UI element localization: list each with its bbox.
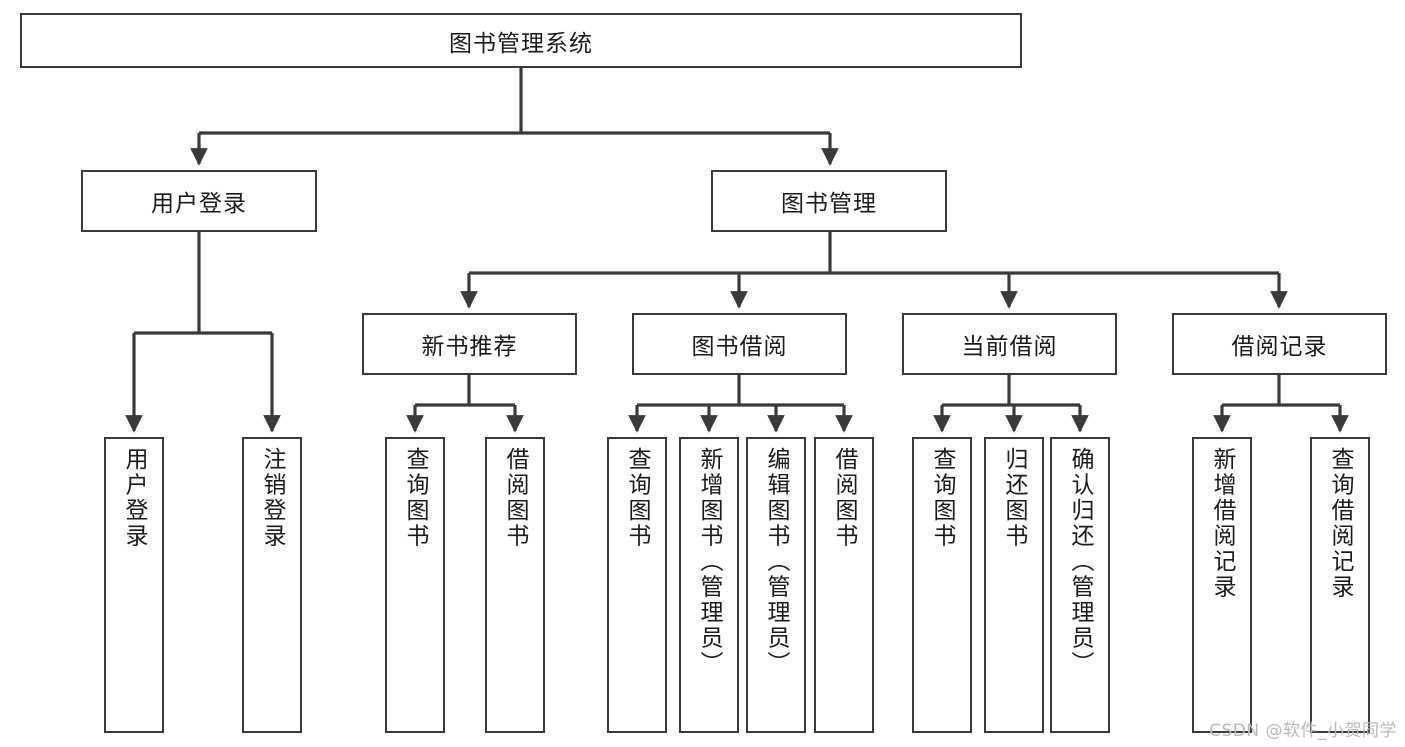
node-label: 查询图书	[624, 447, 651, 549]
node-label: 借阅图书	[831, 447, 858, 549]
leaf-add-borrow-record[interactable]: 新增借阅记录	[1192, 437, 1252, 733]
node-root[interactable]: 图书管理系统	[20, 13, 1022, 68]
node-label: 图书管理系统	[449, 30, 593, 57]
node-label: 借阅图书	[502, 447, 529, 549]
leaf-query-book-current[interactable]: 查询图书	[912, 437, 972, 733]
leaf-add-book-admin[interactable]: 新增图书（管理员）	[679, 437, 739, 733]
node-label: 编辑图书（管理员）	[763, 447, 790, 677]
node-book-borrow[interactable]: 图书借阅	[632, 313, 847, 375]
node-borrow-record[interactable]: 借阅记录	[1172, 313, 1387, 375]
node-label: 新增图书（管理员）	[696, 447, 723, 677]
node-label: 当前借阅	[961, 334, 1058, 360]
node-label: 新增借阅记录	[1209, 447, 1236, 600]
node-book-management[interactable]: 图书管理	[711, 170, 947, 232]
leaf-query-book-new[interactable]: 查询图书	[385, 437, 445, 733]
node-current-borrow[interactable]: 当前借阅	[902, 313, 1117, 375]
leaf-borrow-book-new[interactable]: 借阅图书	[485, 437, 545, 733]
node-new-book-recommend[interactable]: 新书推荐	[362, 313, 577, 375]
node-label: 查询图书	[402, 447, 429, 549]
node-label: 用户登录	[151, 191, 247, 217]
leaf-user-login[interactable]: 用户登录	[104, 437, 164, 733]
node-label: 查询图书	[929, 447, 956, 549]
leaf-return-book[interactable]: 归还图书	[984, 437, 1044, 733]
leaf-logout[interactable]: 注销登录	[242, 437, 302, 733]
node-label: 用户登录	[121, 447, 148, 549]
node-label: 图书借阅	[691, 334, 788, 360]
node-label: 新书推荐	[421, 334, 518, 360]
leaf-query-book-borrow[interactable]: 查询图书	[607, 437, 667, 733]
leaf-borrow-book[interactable]: 借阅图书	[814, 437, 874, 733]
node-label: 注销登录	[259, 447, 286, 549]
node-label: 归还图书	[1001, 447, 1028, 549]
leaf-confirm-return-admin[interactable]: 确认归还（管理员）	[1050, 437, 1110, 733]
node-label: 确认归还（管理员）	[1067, 447, 1094, 677]
node-label: 图书管理	[781, 191, 877, 217]
watermark: CSDN @软件_小贺同学	[1209, 721, 1397, 741]
node-label: 借阅记录	[1231, 334, 1328, 360]
leaf-query-borrow-record[interactable]: 查询借阅记录	[1310, 437, 1370, 733]
node-user-login[interactable]: 用户登录	[81, 170, 317, 232]
leaf-edit-book-admin[interactable]: 编辑图书（管理员）	[746, 437, 806, 733]
node-label: 查询借阅记录	[1327, 447, 1354, 600]
